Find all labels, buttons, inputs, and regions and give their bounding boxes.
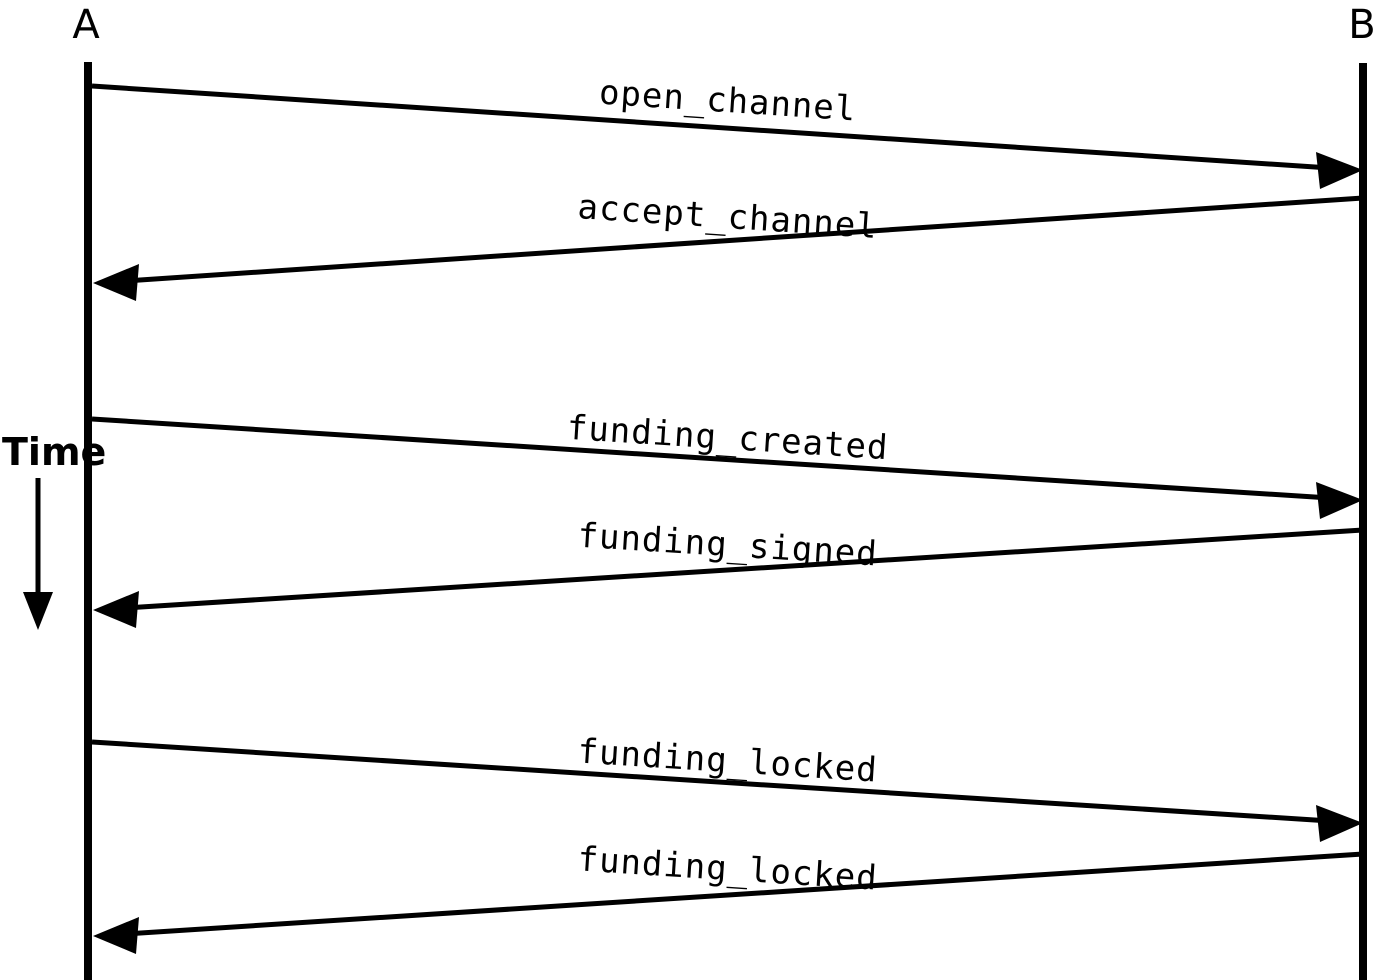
message-line-5 (91, 739, 1331, 824)
message-arrowhead-icon-1 (1316, 152, 1363, 189)
message-arrowhead-icon-5 (1316, 805, 1363, 842)
time-axis-arrow-icon (23, 592, 53, 630)
actor-label-a: A (72, 2, 100, 48)
message-group-6: funding_locked (93, 839, 1364, 954)
actor-label-b: B (1348, 2, 1375, 48)
message-label-6: funding_locked (576, 839, 879, 898)
message-arrowhead-icon-2 (93, 264, 139, 301)
message-line-4 (124, 527, 1364, 611)
message-group-4: funding_signed (93, 516, 1364, 628)
message-group-2: accept_channel (93, 187, 1364, 301)
message-line-2 (124, 195, 1364, 284)
message-arrowhead-icon-4 (93, 591, 139, 628)
message-arrowhead-icon-6 (93, 917, 139, 954)
message-group-1: open_channel (91, 73, 1363, 189)
message-line-6 (124, 851, 1364, 937)
time-axis-label: Time (2, 430, 106, 474)
message-group-5: funding_locked (91, 731, 1363, 842)
message-label-2: accept_channel (576, 187, 879, 247)
message-line-3 (91, 416, 1331, 501)
message-group-3: funding_created (91, 408, 1363, 519)
message-label-4: funding_signed (576, 516, 878, 575)
message-arrowhead-icon-3 (1316, 482, 1363, 519)
message-line-1 (91, 83, 1331, 171)
